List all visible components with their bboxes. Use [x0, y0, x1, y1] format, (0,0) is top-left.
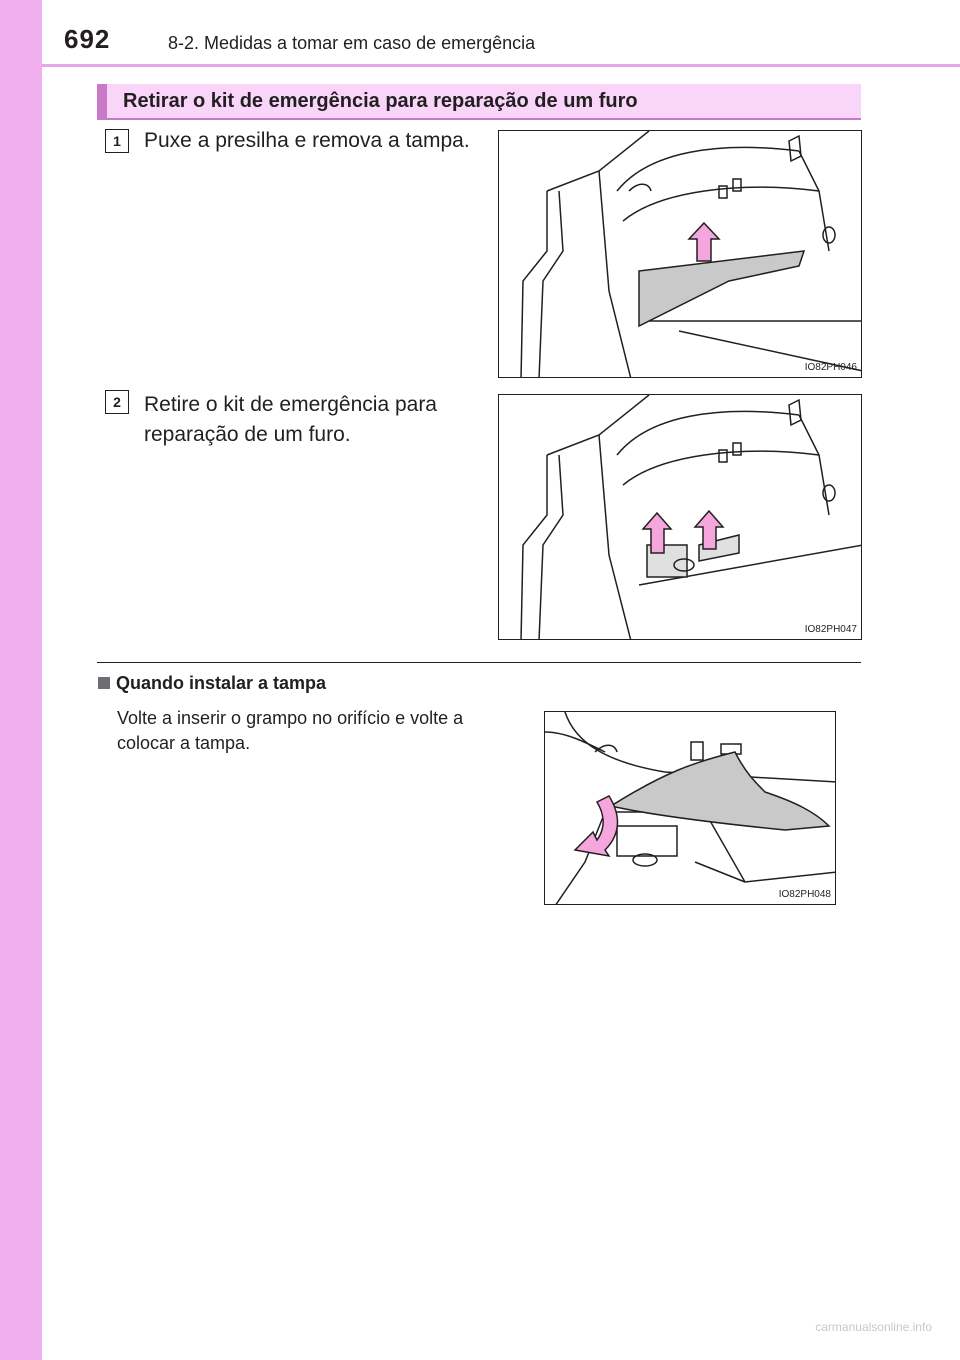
figure-install-cover: IO82PH048 — [544, 711, 836, 905]
trunk-illustration-1 — [520, 131, 861, 377]
section-heading-bar: Retirar o kit de emergência para reparaç… — [97, 84, 861, 120]
up-arrow-icon — [687, 221, 721, 262]
page-number: 692 — [64, 24, 111, 54]
trunk-illustration-3 — [545, 712, 835, 904]
figure-1-code: IO82PH046 — [804, 362, 857, 373]
up-arrow-icon — [693, 509, 725, 550]
figure-2-code: IO82PH047 — [804, 624, 857, 635]
chapter-title: 8-2. Medidas a tomar em caso de emergênc… — [168, 33, 536, 53]
page-edge-band — [0, 0, 42, 1360]
section-divider — [97, 662, 861, 663]
header-rule — [42, 64, 960, 67]
note-text: Volte a inserir o grampo no orifício e v… — [117, 708, 464, 753]
square-bullet-icon — [98, 677, 110, 689]
figure-remove-cover: IO82PH046 — [498, 130, 862, 378]
figure-remove-kit: IO82PH047 — [498, 394, 862, 640]
trunk-illustration-2 — [520, 395, 861, 639]
step-1-text: Puxe a presilha e remova a tampa. — [144, 129, 470, 152]
section-title: Retirar o kit de emergência para reparaç… — [123, 90, 638, 112]
figure-3-code: IO82PH048 — [778, 889, 831, 900]
watermark: carmanualsonline.info — [815, 1320, 932, 1334]
up-arrow-icon — [641, 511, 673, 554]
step-2-number: 2 — [105, 390, 129, 414]
curved-arrow-icon — [573, 795, 619, 858]
note-title: Quando instalar a tampa — [116, 673, 327, 693]
step-1-number: 1 — [105, 129, 129, 153]
step-2-text: Retire o kit de emergência para reparaçã… — [144, 393, 437, 446]
